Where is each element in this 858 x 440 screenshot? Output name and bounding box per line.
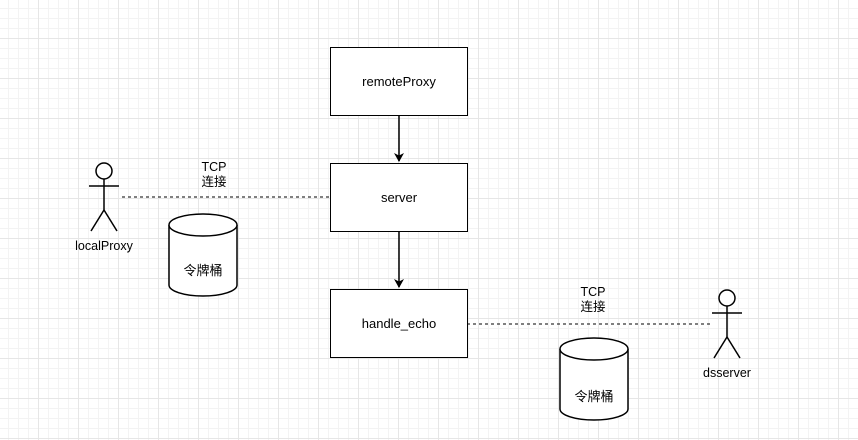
token-bucket-right-label: 令牌桶 [574,390,614,405]
local-proxy-actor-icon [89,162,119,232]
local-link-label-line1: TCP [201,160,227,174]
ds-server-actor-icon [712,289,742,359]
ds-link-label-line1: TCP [580,285,606,299]
ds-link-label-line2: 连接 [580,300,606,314]
local-link-label-line2: 连接 [201,175,227,189]
remote-proxy-node[interactable]: remoteProxy [330,47,468,116]
server-node[interactable]: server [330,163,468,232]
token-bucket-left-label: 令牌桶 [183,264,223,279]
ds-link-label: TCP 连接 [573,285,613,315]
token-bucket-right-cylinder-icon [559,337,629,421]
handle-echo-node[interactable]: handle_echo [330,289,468,358]
local-link-label: TCP 连接 [194,160,234,190]
local-proxy-label: localProxy [75,239,133,253]
token-bucket-left-cylinder-icon [168,213,238,297]
ds-server-label: dsserver [703,366,751,380]
